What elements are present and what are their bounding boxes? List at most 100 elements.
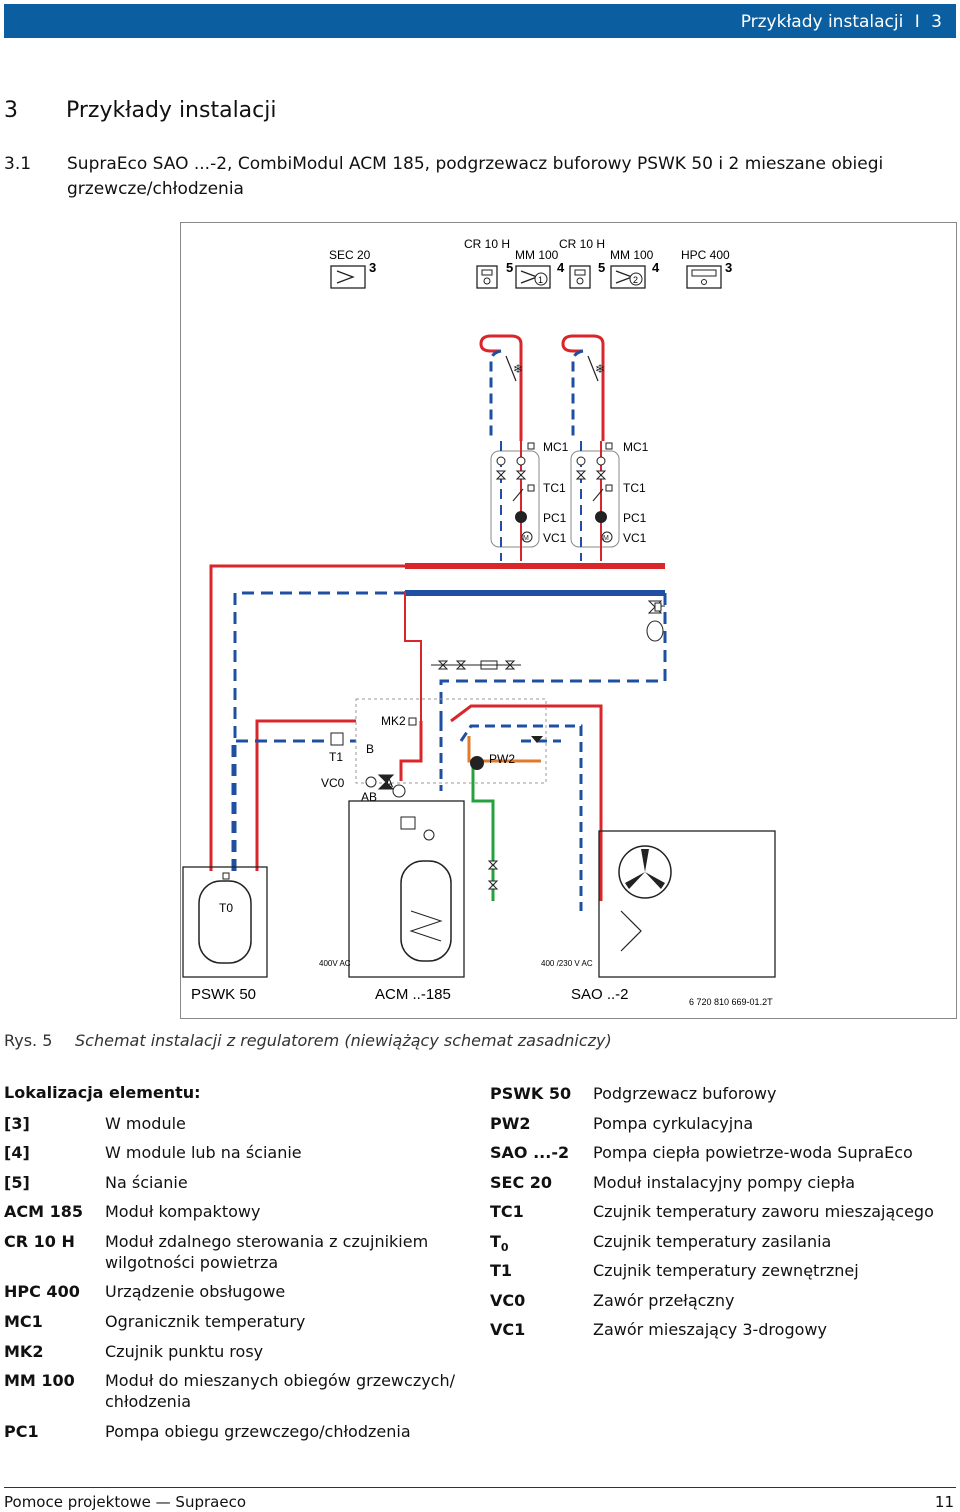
mm100-2-circuit: 2	[633, 275, 638, 285]
installation-diagram: SEC 20 3 CR 10 H MM 100 CR 10 H MM 100 H…	[180, 222, 957, 1019]
legend-key: VC1	[490, 1320, 526, 1339]
legend-value: W module	[105, 1114, 186, 1133]
sec20-label: SEC 20	[329, 248, 371, 262]
shower-icon	[531, 736, 543, 743]
acm185-label: ACM ..-185	[375, 986, 451, 1003]
legend-value: Na ścianie	[105, 1173, 188, 1192]
mk2-sensor-icon	[408, 717, 417, 726]
acm185-module	[348, 800, 465, 978]
expansion-vessel-icon	[646, 600, 665, 642]
legend-key: MM 100	[4, 1371, 75, 1390]
pswk50-tank	[182, 866, 268, 978]
footer-divider	[4, 1487, 956, 1488]
figure-caption-text: Schemat instalacji z regulatorem (niewią…	[75, 1031, 612, 1050]
svg-text:❄: ❄	[513, 362, 523, 376]
hpc400-label: HPC 400	[681, 248, 730, 262]
legend-value: Zawór mieszający 3-drogowy	[593, 1320, 827, 1339]
legend-key: ACM 185	[4, 1202, 84, 1221]
legend-key: [4]	[4, 1143, 30, 1162]
legend-value: Podgrzewacz buforowy	[593, 1084, 777, 1103]
legend-key: [5]	[4, 1173, 30, 1192]
legend-heading: Lokalizacja elementu:	[4, 1083, 201, 1102]
mc1-2-label: MC1	[623, 440, 649, 454]
valve-port-a: A	[385, 776, 393, 790]
mk2-label: MK2	[381, 714, 406, 728]
legend-key: MC1	[4, 1312, 43, 1331]
main-pipes	[209, 564, 667, 911]
diagram-svg: SEC 20 3 CR 10 H MM 100 CR 10 H MM 100 H…	[182, 237, 776, 1007]
hpc400-icon	[686, 265, 722, 289]
cr10h-2-label: CR 10 H	[559, 237, 605, 251]
page-number: 11	[934, 1493, 954, 1511]
tc1-2-label: TC1	[623, 481, 646, 495]
mm100-1-circuit: 1	[538, 275, 543, 285]
legend-value: Moduł do mieszanych obiegów grzewczych/	[105, 1371, 456, 1390]
legend-key: CR 10 H	[4, 1232, 75, 1251]
sao2-label: SAO ..-2	[571, 986, 629, 1003]
legend-value: Zawór przełączny	[593, 1291, 735, 1310]
header-section-title: Przykłady instalacji	[740, 12, 904, 32]
subsection-title: 3.1 SupraEco SAO ...-2, CombiModul ACM 1…	[4, 152, 904, 202]
cr10h-1-label: CR 10 H	[464, 237, 510, 251]
legend-value: Ogranicznik temperatury	[105, 1312, 306, 1331]
mm100-2-icon: 2	[610, 265, 646, 289]
mixing-circuit-1: M	[490, 441, 540, 561]
pw2-label: PW2	[489, 752, 515, 766]
pc1-1-label: PC1	[543, 511, 567, 525]
legend-value: Pompa obiegu grzewczego/chłodzenia	[105, 1422, 411, 1441]
footer-title: Pomoce projektowe — Supraeco	[4, 1493, 246, 1511]
acm-voltage: 400V AC	[319, 959, 351, 968]
legend-key: T1	[490, 1261, 513, 1280]
svg-text:❄: ❄	[595, 362, 605, 376]
legend-key: MK2	[4, 1342, 44, 1361]
legend-key: PC1	[4, 1422, 39, 1441]
tc1-1-label: TC1	[543, 481, 566, 495]
vc1-1-label: VC1	[543, 531, 567, 545]
mm100-1-icon: 1	[515, 265, 551, 289]
legend-value: Czujnik temperatury zasilania	[593, 1232, 832, 1251]
legend-key: PSWK 50	[490, 1084, 572, 1103]
mm100-2-location: 4	[652, 260, 660, 275]
t1-sensor-icon	[330, 732, 344, 746]
mm100-1-label: MM 100	[515, 248, 559, 262]
valve-port-b: B	[366, 742, 374, 756]
legend-key: TC1	[490, 1202, 524, 1221]
legend-value: Urządzenie obsługowe	[105, 1282, 286, 1301]
legend-value: Moduł kompaktowy	[105, 1202, 261, 1221]
legend-row: MM 100 Moduł do mieszanych obiegów grzew…	[4, 1370, 484, 1414]
pc1-2-label: PC1	[623, 511, 647, 525]
pw2-pump-icon	[470, 756, 484, 770]
legend-value-cont: wilgotności powietrza	[105, 1253, 279, 1272]
legend-row: CR 10 H Moduł zdalnego sterowania z czuj…	[4, 1231, 484, 1275]
legend-key: PW2	[490, 1114, 531, 1133]
emitter-1-icon: ❄	[479, 334, 523, 441]
mc1-1-label: MC1	[543, 440, 569, 454]
header-section-number: 3	[931, 12, 942, 32]
legend-key: VC0	[490, 1291, 526, 1310]
legend-key: [3]	[4, 1114, 30, 1133]
legend-value: Czujnik temperatury zewnętrznej	[593, 1261, 859, 1280]
subsection-number: 3.1	[4, 154, 32, 174]
legend-value: W module lub na ścianie	[105, 1143, 302, 1162]
svg-text:M: M	[523, 535, 529, 542]
filling-group-icon	[431, 660, 521, 670]
legend-key: HPC 400	[4, 1282, 80, 1301]
figure-code: 6 720 810 669-01.2T	[689, 997, 773, 1007]
header-bar: Przykłady instalacji I 3	[4, 4, 956, 38]
sec20-module-icon	[330, 265, 366, 289]
legend-value: Moduł zdalnego sterowania z czujnikiem	[105, 1232, 429, 1251]
cr10h-2-location: 5	[598, 260, 605, 275]
acm-module-boundary	[355, 698, 547, 784]
legend-key-main: T	[490, 1232, 501, 1251]
legend-key: SEC 20	[490, 1173, 553, 1192]
emitter-2-icon: ❄	[561, 334, 605, 441]
legend-key: T0	[490, 1231, 509, 1258]
t1-label: T1	[329, 750, 343, 764]
legend-value: Pompa cyrkulacyjna	[593, 1114, 754, 1133]
legend-value: Czujnik temperatury zaworu mieszającego	[593, 1202, 934, 1221]
svg-text:M: M	[603, 535, 609, 542]
legend-key: SAO ...-2	[490, 1143, 570, 1162]
cr10h-1-location: 5	[506, 260, 513, 275]
